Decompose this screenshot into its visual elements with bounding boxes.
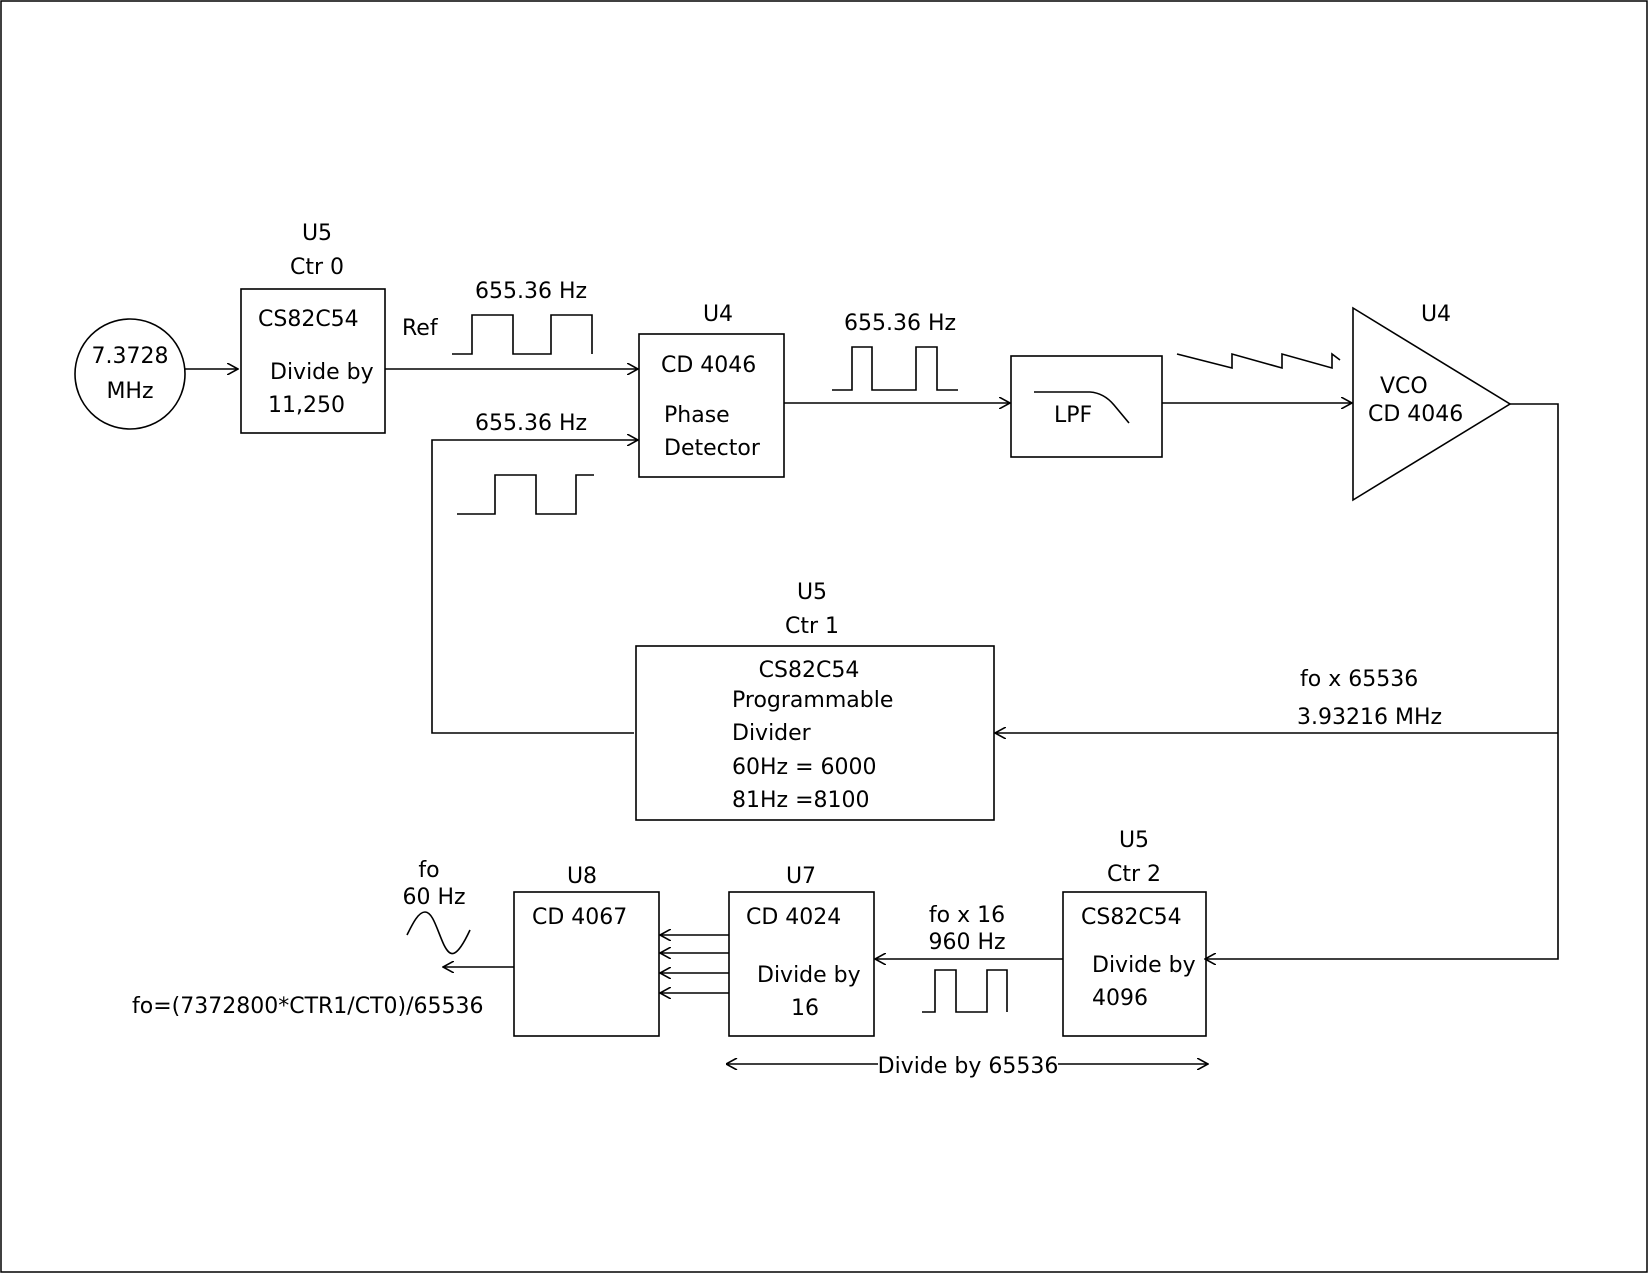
vco-line2: CD 4046 — [1368, 402, 1463, 427]
feedback-path-arrow — [431, 440, 638, 734]
vco-to-ctr2-arrow — [1205, 403, 1559, 959]
vco-out-line1: fo x 65536 — [1300, 667, 1418, 692]
pd-out-freq: 655.36 Hz — [844, 311, 956, 336]
sawtooth-wave — [1176, 352, 1341, 370]
ctr2-out-line1: fo x 16 — [929, 903, 1005, 928]
vco-block: U4 VCO CD 4046 — [1352, 302, 1512, 502]
ctr1-block: U5 Ctr 1 CS82C54 Programmable Divider 60… — [635, 580, 995, 821]
u7-line1: Divide by — [757, 963, 861, 988]
u8-chip: U8 — [567, 864, 597, 889]
u8-part: CD 4067 — [532, 905, 627, 930]
ctr2-line2: 4096 — [1092, 986, 1148, 1011]
vco-triangle — [1352, 306, 1512, 502]
ctr1-line4: 81Hz =8100 — [732, 788, 870, 813]
vco-line1: VCO — [1380, 374, 1428, 399]
ctr0-chip: U5 — [302, 221, 332, 246]
u7-line2: 16 — [791, 996, 819, 1021]
phase-detector-block: U4 CD 4046 Phase Detector — [638, 302, 785, 478]
ctr1-part: CS82C54 — [759, 658, 860, 683]
ref-square-wave — [452, 314, 593, 355]
u8-box — [513, 891, 660, 1037]
ctr2-box — [1062, 891, 1207, 1037]
oscillator-block: 7.3728 MHz — [74, 318, 186, 430]
ctr0-box — [240, 288, 386, 434]
ctr2-line1: Divide by — [1092, 953, 1196, 978]
ctr2-block: U5 Ctr 2 CS82C54 Divide by 4096 — [1062, 828, 1207, 1037]
ctr1-line3: 60Hz = 6000 — [732, 755, 877, 780]
u7-part: CD 4024 — [746, 905, 841, 930]
ctr0-block: U5 Ctr 0 CS82C54 Divide by 11,250 — [240, 221, 386, 434]
ctr2-counter: Ctr 2 — [1107, 862, 1161, 887]
ctr1-line2: Divider — [732, 721, 812, 746]
ctr1-counter: Ctr 1 — [785, 614, 839, 639]
ctr0-part: CS82C54 — [258, 307, 359, 332]
feedback-square-wave — [457, 474, 594, 515]
vco-chip: U4 — [1421, 302, 1451, 327]
divide-total: Divide by 65536 — [878, 1054, 1059, 1079]
u7-box — [728, 891, 875, 1037]
lpf-response-curve — [1034, 391, 1130, 424]
pd-line2: Detector — [664, 436, 761, 461]
pd-chip: U4 — [703, 302, 733, 327]
ctr0-counter: Ctr 0 — [290, 255, 344, 280]
ctr2-chip: U5 — [1119, 828, 1149, 853]
pd-line1: Phase — [664, 403, 730, 428]
pd-out-square-wave — [832, 346, 958, 391]
pd-box — [638, 333, 785, 478]
ctr0-line2: 11,250 — [268, 393, 345, 418]
vco-out-line2: 3.93216 MHz — [1297, 705, 1442, 730]
oscillator-circle — [74, 318, 186, 430]
ctr2-out-line2: 960 Hz — [928, 930, 1005, 955]
ctr0-line1: Divide by — [270, 360, 374, 385]
output-formula: fo=(7372800*CTR1/CT0)/65536 — [132, 994, 483, 1019]
oscillator-freq: 7.3728 — [92, 344, 169, 369]
pd-part: CD 4046 — [661, 353, 756, 378]
output-line2: 60 Hz — [402, 885, 465, 910]
u7-block: U7 CD 4024 Divide by 16 — [728, 864, 875, 1037]
lpf-block: LPF — [1010, 355, 1163, 458]
sine-wave — [406, 911, 471, 955]
ref-label: Ref — [402, 316, 439, 341]
u7-chip: U7 — [786, 864, 816, 889]
ref-freq: 655.36 Hz — [475, 279, 587, 304]
lpf-label: LPF — [1054, 403, 1092, 428]
ctr1-line1: Programmable — [732, 688, 893, 713]
output-line1: fo — [418, 858, 439, 883]
lpf-box — [1010, 355, 1163, 458]
ctr1-box — [635, 645, 995, 821]
ctr1-chip: U5 — [797, 580, 827, 605]
oscillator-unit: MHz — [106, 379, 153, 404]
ctr2-out-square-wave — [922, 969, 1008, 1013]
ctr2-part: CS82C54 — [1081, 905, 1182, 930]
u8-block: U8 CD 4067 — [513, 864, 660, 1037]
feedback-freq: 655.36 Hz — [475, 411, 587, 436]
